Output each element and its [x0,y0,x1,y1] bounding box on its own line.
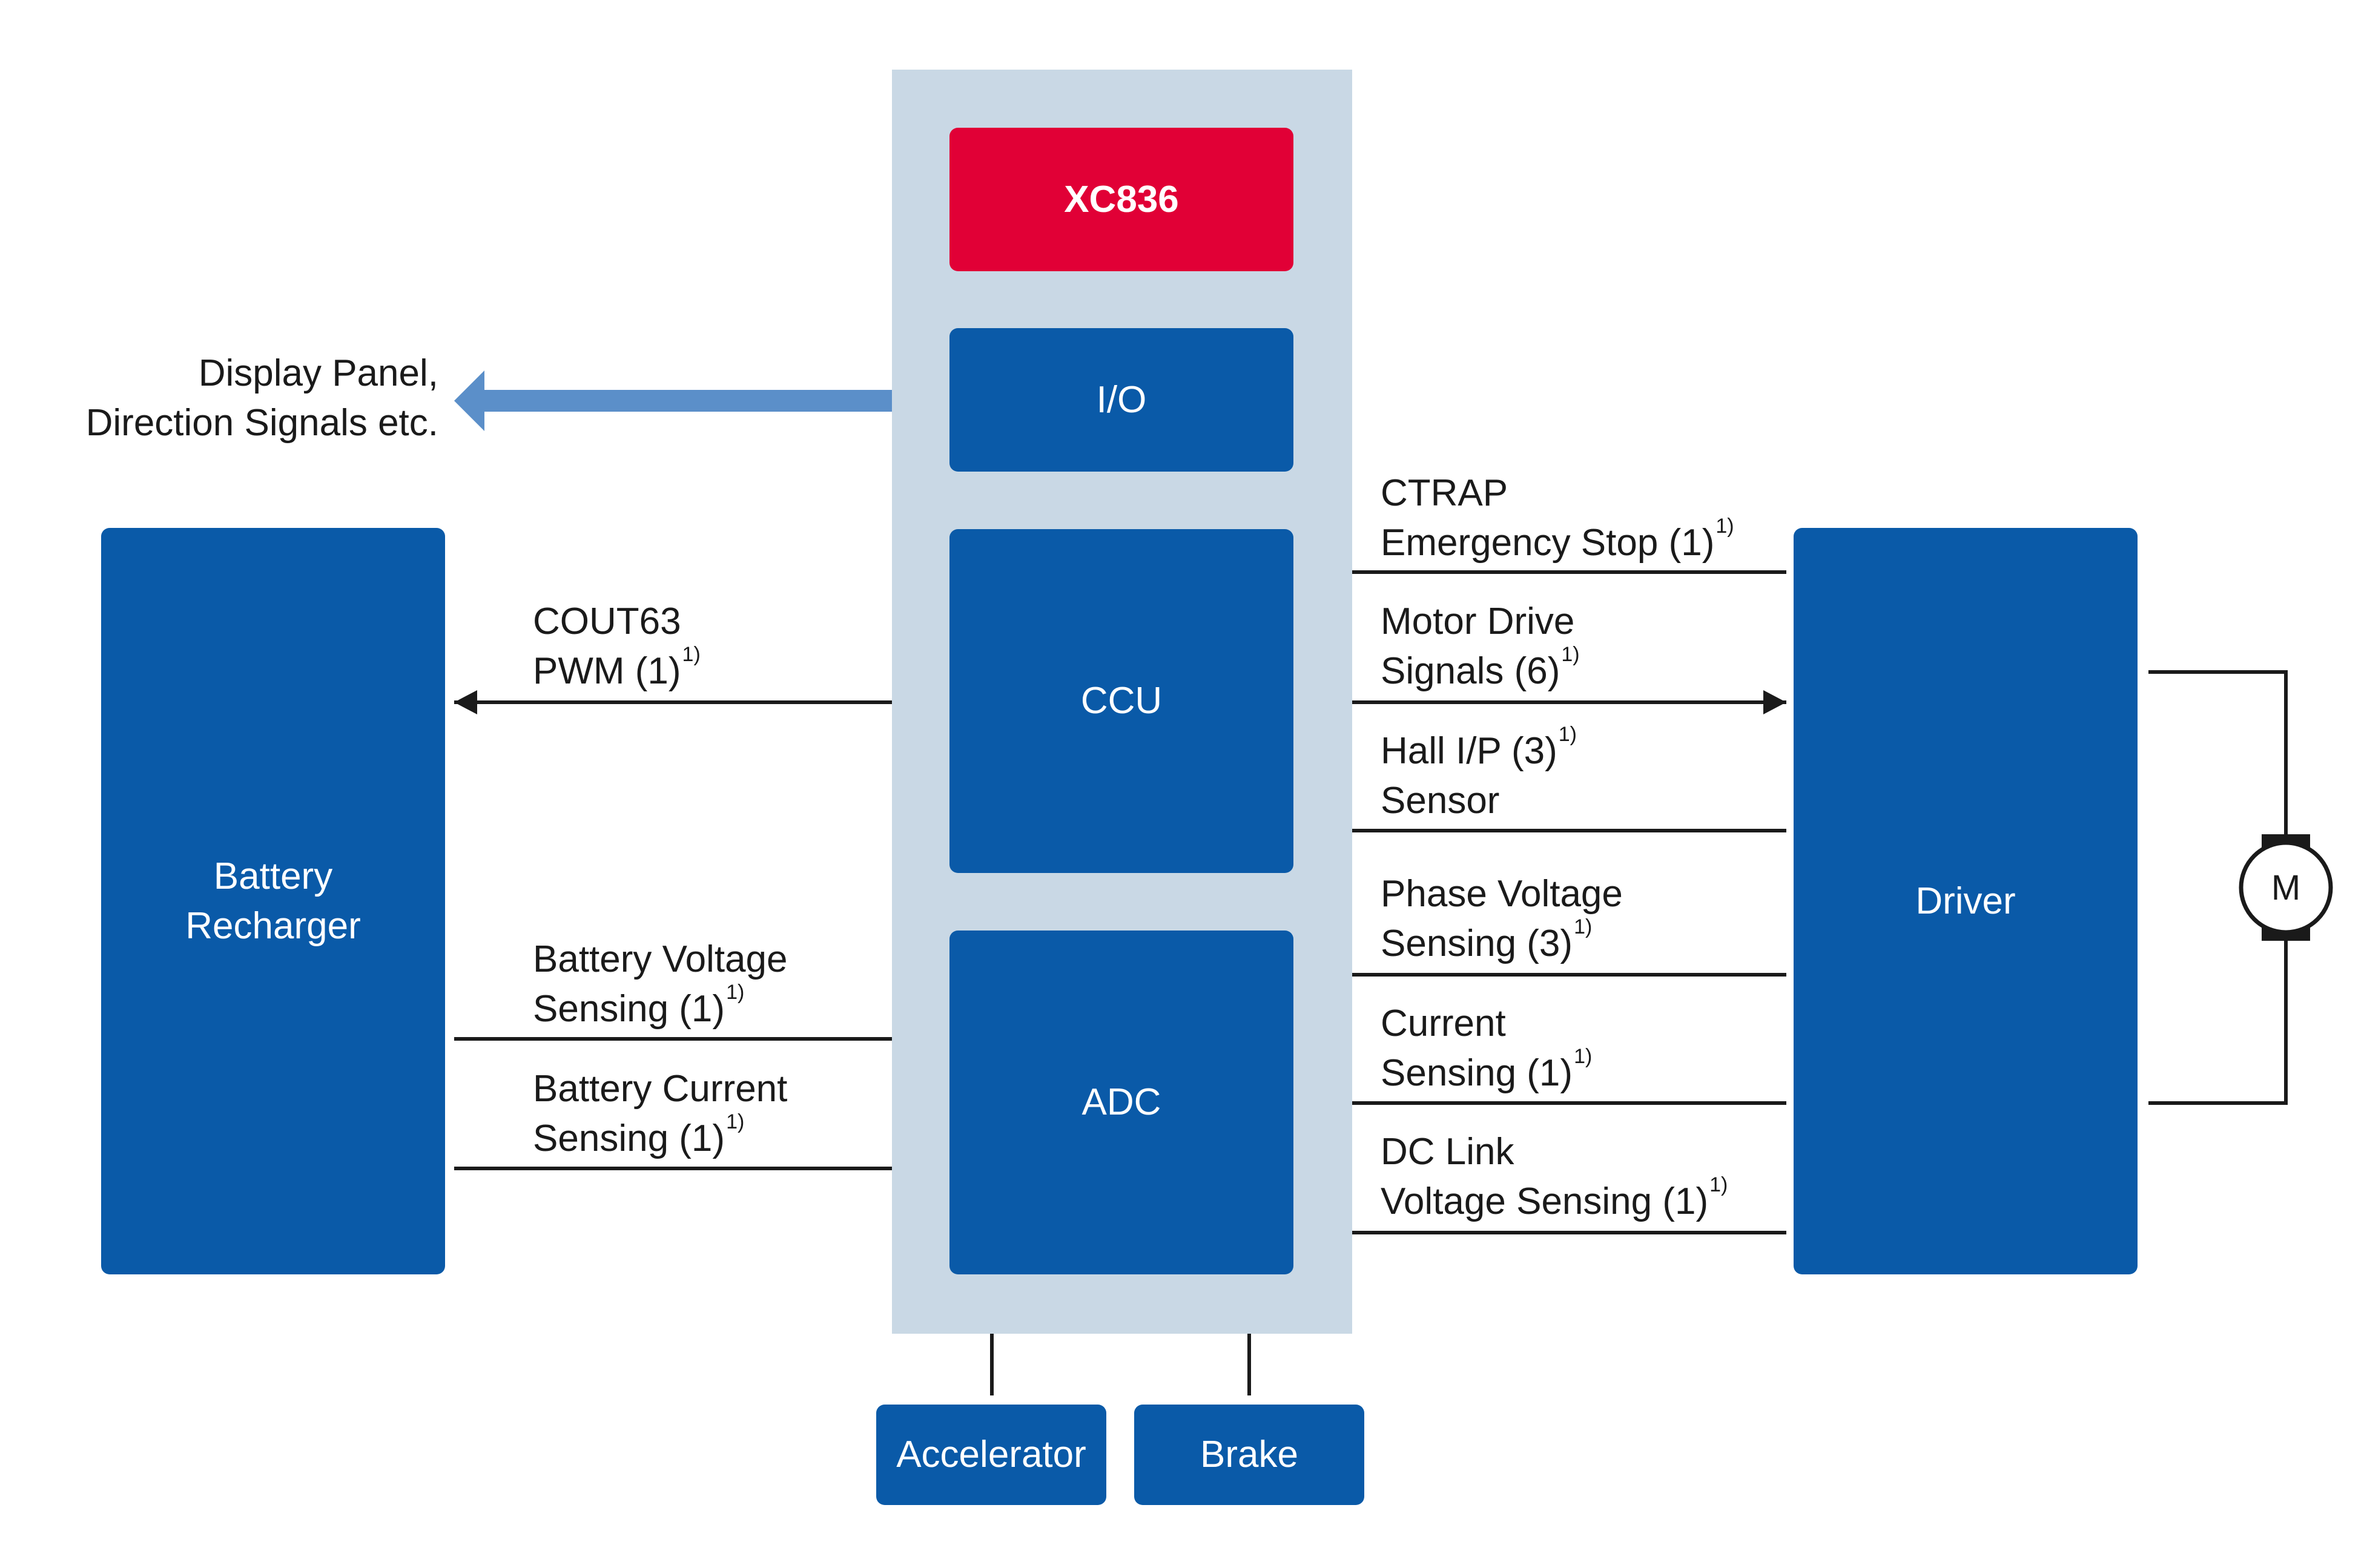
motor-drive-footnote: 1) [1561,643,1580,666]
cout63-arrow-arrowhead [454,690,477,714]
adc-label: ADC [1081,1081,1161,1124]
dc-link-line1: DC Link [1381,1131,1514,1173]
ctrap-line2: Emergency Stop (1) [1381,522,1715,564]
brake-label: Brake [1200,1434,1298,1476]
ctrap-line1: CTRAP [1381,472,1508,514]
adc-block: ADC [949,931,1293,1274]
cout63-line2: PWM (1) [533,650,681,692]
phase-voltage-signal-label: Phase Voltage Sensing (3)1) [1381,869,1623,969]
driver-label: Driver [1915,880,2016,922]
motor-wire-bottom [2148,932,2288,1105]
current-footnote: 1) [1574,1045,1593,1068]
dc-link-signal-label: DC Link Voltage Sensing (1)1) [1381,1127,1728,1227]
motor-symbol-label: M [2271,868,2300,908]
current-signal-label: Current Sensing (1)1) [1381,999,1592,1098]
motor-drive-line2: Signals (6) [1381,650,1560,692]
motor-drive-line1: Motor Drive [1381,601,1575,642]
accelerator-label: Accelerator [896,1434,1086,1476]
phase-voltage-line1: Phase Voltage [1381,873,1623,915]
motor-icon [2239,840,2333,935]
dc-link-line2: Voltage Sensing (1) [1381,1181,1709,1222]
battery-current-signal-label: Battery Current Sensing (1)1) [533,1064,787,1164]
phase-voltage-footnote: 1) [1574,915,1593,938]
battery-voltage-line1: Battery Voltage [533,938,788,980]
io-external-label-line1: Display Panel, [198,352,438,394]
battery-current-footnote: 1) [726,1110,745,1133]
motor-drive-arrow-arrowhead [1763,690,1786,714]
driver-block: Driver [1794,528,2138,1274]
motor-wire-top [2148,670,2288,842]
cout63-signal-label: COUT63 PWM (1)1) [533,597,701,696]
ctrap-signal-label: CTRAP Emergency Stop (1)1) [1381,469,1734,568]
xc836-title: XC836 [1064,178,1179,220]
dc-link-footnote: 1) [1709,1173,1728,1196]
io-external-label: Display Panel, Direction Signals etc. [24,349,438,448]
battery-recharger-label-line1: Battery [213,855,333,897]
xc836-title-block: XC836 [949,128,1293,271]
current-line1: Current [1381,1003,1506,1044]
cout63-line1: COUT63 [533,601,681,642]
ctrap-footnote: 1) [1715,515,1734,538]
io-double-arrow-left-head [454,371,484,431]
cout63-footnote: 1) [682,643,701,666]
battery-current-line2: Sensing (1) [533,1118,725,1159]
battery-voltage-line2: Sensing (1) [533,988,725,1030]
ccu-block: CCU [949,529,1293,873]
battery-voltage-footnote: 1) [726,981,745,1004]
io-double-arrow-shaft [478,390,920,412]
brake-block: Brake [1134,1405,1364,1505]
battery-recharger-block: Battery Recharger [101,528,445,1274]
battery-voltage-signal-label: Battery Voltage Sensing (1)1) [533,935,788,1034]
io-block: I/O [949,328,1293,472]
phase-voltage-line2: Sensing (3) [1381,923,1573,964]
hall-line2: Sensor [1381,780,1500,822]
motor-drive-signal-label: Motor Drive Signals (6)1) [1381,597,1580,696]
ccu-label: CCU [1080,680,1163,722]
io-external-label-line2: Direction Signals etc. [85,402,438,444]
current-line2: Sensing (1) [1381,1052,1573,1094]
hall-footnote: 1) [1558,723,1577,746]
io-label: I/O [1096,378,1147,421]
battery-current-line1: Battery Current [533,1068,788,1110]
accelerator-block: Accelerator [876,1405,1106,1505]
hall-signal-label: Hall I/P (3)1) Sensor [1381,723,1577,826]
battery-recharger-label-line2: Recharger [185,904,361,947]
hall-line1: Hall I/P (3) [1381,730,1557,772]
